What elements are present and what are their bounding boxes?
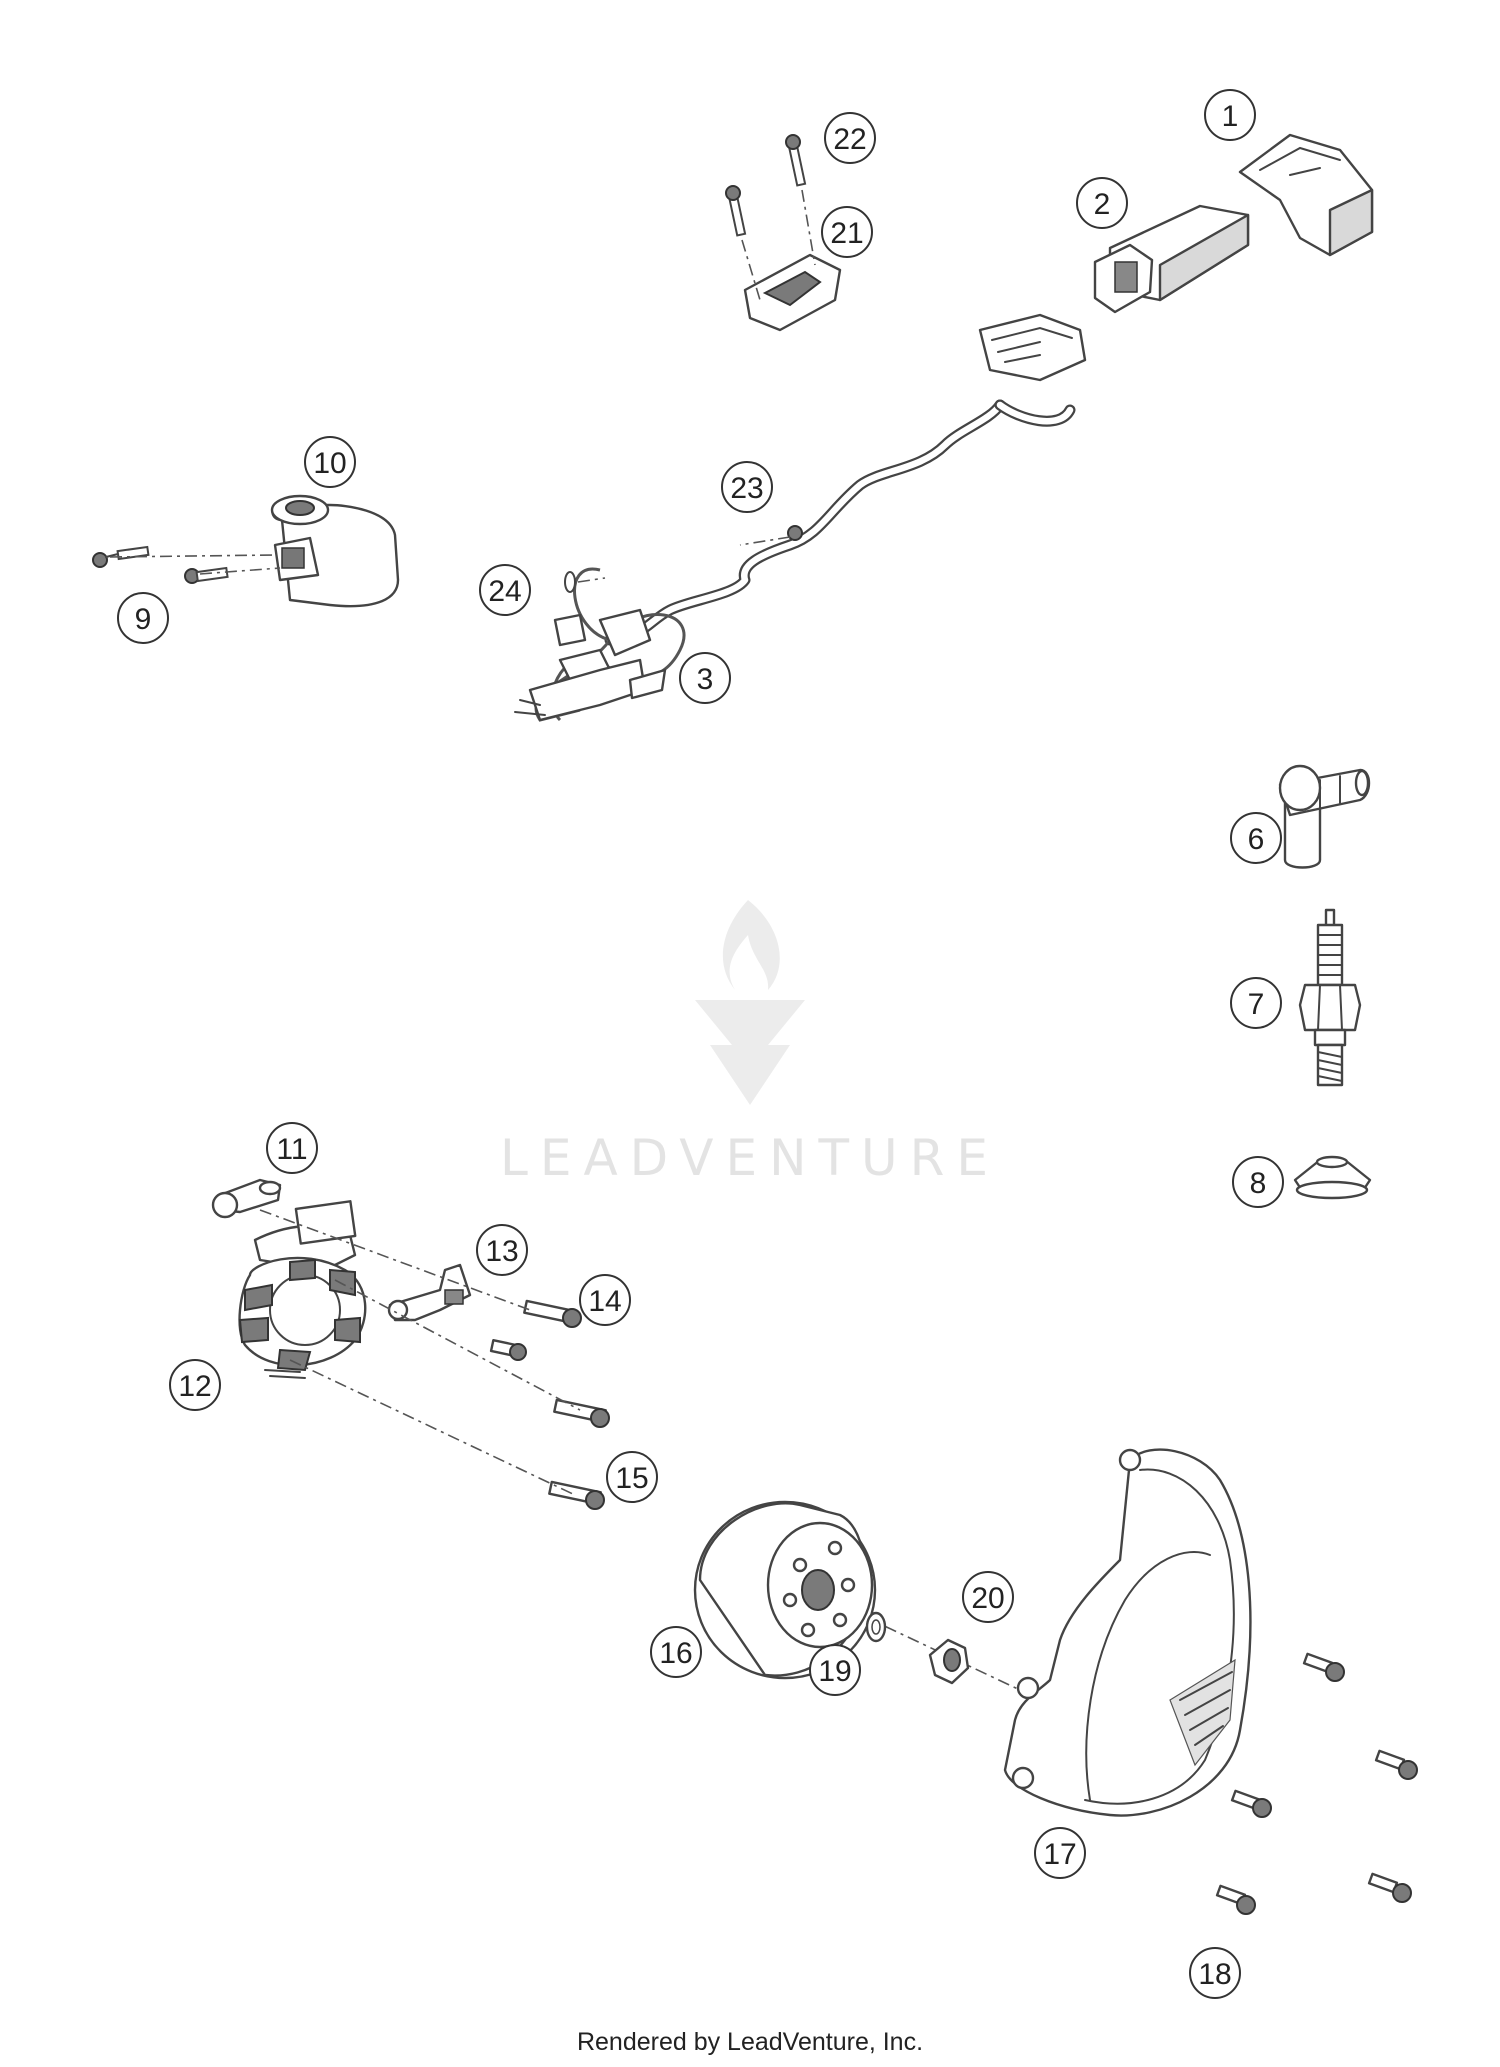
assembly-guide-lines [259, 1209, 1021, 1691]
callout-14: 14 [579, 1274, 631, 1326]
part-8-seal [1293, 1155, 1372, 1200]
part-15-screws [548, 1398, 610, 1510]
callout-11: 11 [266, 1122, 318, 1174]
callout-6-label: 6 [1248, 823, 1265, 856]
callout-19-label: 19 [818, 1655, 851, 1688]
callout-24-label: 24 [488, 575, 521, 608]
part-24-washer [564, 571, 606, 593]
part-21-regulator [743, 253, 842, 332]
callout-2: 2 [1076, 177, 1128, 229]
callout-7: 7 [1230, 977, 1282, 1029]
part-6-spark-plug-cap [1278, 764, 1371, 869]
part-20-nut [928, 1638, 970, 1685]
callout-21-label: 21 [830, 217, 863, 250]
callout-1-label: 1 [1222, 100, 1239, 133]
part-3-wiring-harness [514, 313, 1087, 722]
part-22-screws [725, 134, 816, 301]
footer-credit: Rendered by LeadVenture, Inc. [576, 2028, 924, 2056]
callout-10-label: 10 [313, 447, 346, 480]
part-2-ecu [1093, 204, 1250, 314]
part-18-screws [1215, 1652, 1418, 1915]
part-19-washer [865, 1611, 887, 1643]
part-1-connector-cover [1238, 133, 1374, 257]
callout-18-label: 18 [1198, 1958, 1231, 1991]
callout-23: 23 [721, 461, 773, 513]
callout-8: 8 [1232, 1156, 1284, 1208]
callout-12-label: 12 [178, 1370, 211, 1403]
part-9-screws [92, 545, 281, 584]
callout-15-label: 15 [615, 1462, 648, 1495]
callout-24: 24 [479, 564, 531, 616]
callout-14-label: 14 [588, 1285, 621, 1318]
callout-23-label: 23 [730, 472, 763, 505]
part-23-screw [739, 525, 803, 546]
callout-12: 12 [169, 1359, 221, 1411]
callout-1: 1 [1204, 89, 1256, 141]
part-12-stator [238, 1200, 367, 1379]
callout-3: 3 [679, 652, 731, 704]
part-13-clamp [387, 1263, 472, 1322]
callout-20-label: 20 [971, 1582, 1004, 1615]
callout-11-label: 11 [276, 1133, 307, 1166]
leadventure-watermark: LEADVENTURE [500, 900, 1000, 1187]
callout-10: 10 [304, 436, 356, 488]
callout-18: 18 [1189, 1947, 1241, 1999]
callout-17: 17 [1034, 1827, 1086, 1879]
callout-9-label: 9 [135, 603, 152, 636]
callout-16-label: 16 [659, 1637, 692, 1670]
callout-13-label: 13 [485, 1235, 518, 1268]
part-14-screws [489, 1299, 582, 1361]
callout-6: 6 [1230, 812, 1282, 864]
part-17-ignition-cover [1003, 1448, 1252, 1817]
callout-15: 15 [606, 1451, 658, 1503]
callout-13: 13 [476, 1224, 528, 1276]
part-16-flywheel [693, 1500, 877, 1680]
callout-2-label: 2 [1094, 188, 1111, 221]
watermark-text: LEADVENTURE [500, 1129, 1000, 1187]
callout-16: 16 [650, 1626, 702, 1678]
callout-3-label: 3 [697, 663, 714, 696]
callout-22: 22 [824, 112, 876, 164]
callout-8-label: 8 [1250, 1167, 1267, 1200]
part-7-spark-plug [1298, 908, 1362, 1087]
part-10-ignition-coil [270, 494, 400, 608]
callout-22-label: 22 [833, 123, 866, 156]
part-11-bracket [211, 1178, 282, 1219]
callout-17-label: 17 [1043, 1838, 1076, 1871]
callout-9: 9 [117, 592, 169, 644]
callout-7-label: 7 [1248, 988, 1265, 1021]
callout-20: 20 [962, 1571, 1014, 1623]
callout-19: 19 [809, 1644, 861, 1696]
callout-21: 21 [821, 206, 873, 258]
